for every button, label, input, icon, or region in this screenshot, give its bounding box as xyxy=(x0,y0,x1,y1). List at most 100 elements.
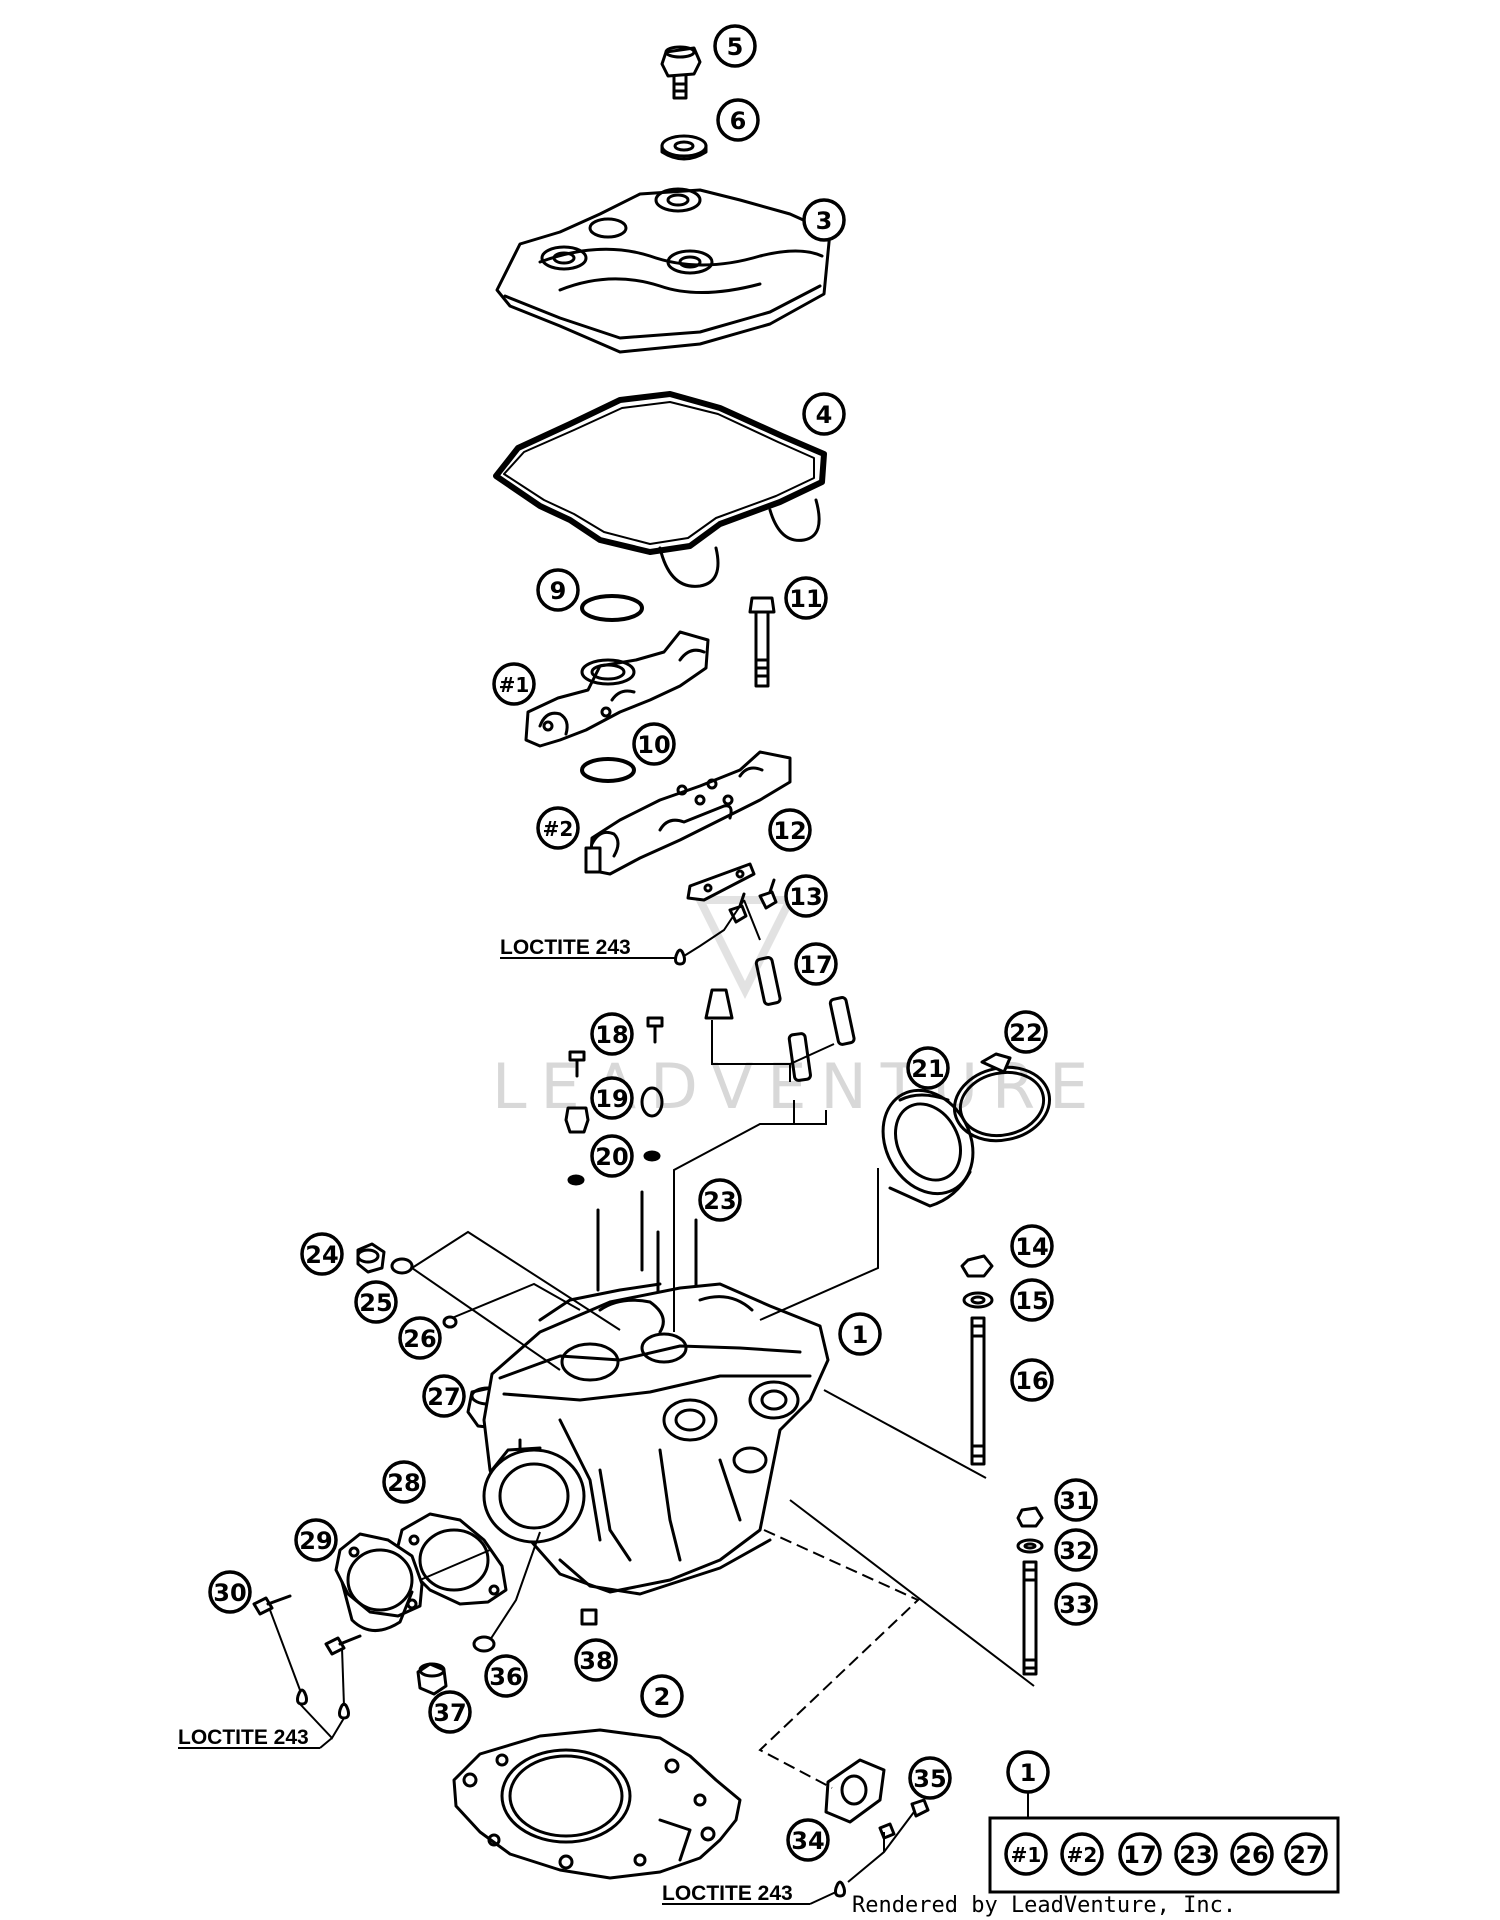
part-h1-camshaft-bridge[interactable] xyxy=(524,630,710,748)
part-12-plate[interactable] xyxy=(686,862,756,902)
kit-item-17[interactable]: 17 xyxy=(1118,1832,1162,1876)
part-14-nut[interactable] xyxy=(960,1254,994,1278)
callout-10[interactable]: 10 xyxy=(632,722,676,766)
callout-11[interactable]: 11 xyxy=(784,576,828,620)
part-37-plug[interactable] xyxy=(416,1662,448,1696)
part-h2-camshaft-bridge[interactable] xyxy=(584,750,792,876)
callout-25-label: 25 xyxy=(359,1289,392,1317)
callout-29-label: 29 xyxy=(299,1527,332,1555)
callout-1[interactable]: 1 xyxy=(838,1312,882,1356)
part-10-o-ring[interactable] xyxy=(580,757,636,783)
part-38-dowel[interactable] xyxy=(580,1608,598,1626)
callout-35[interactable]: 35 xyxy=(908,1756,952,1800)
callout-31[interactable]: 31 xyxy=(1054,1478,1098,1522)
kit-item-h2[interactable]: #2 xyxy=(1060,1832,1104,1876)
callout-5[interactable]: 5 xyxy=(713,24,757,68)
callout-29[interactable]: 29 xyxy=(294,1518,338,1562)
part-32-washer[interactable] xyxy=(1016,1538,1044,1554)
part-34-cover[interactable] xyxy=(824,1758,886,1824)
callout-17[interactable]: 17 xyxy=(794,942,838,986)
callout-18[interactable]: 18 xyxy=(590,1012,634,1056)
loctite-drops-left xyxy=(296,1688,350,1720)
part-33-stud[interactable] xyxy=(1022,1560,1038,1676)
callout-3-label: 3 xyxy=(816,207,833,235)
part-2-head-gasket[interactable] xyxy=(452,1728,742,1880)
callout-19[interactable]: 19 xyxy=(590,1076,634,1120)
callout-23[interactable]: 23 xyxy=(698,1178,742,1222)
part-30-bolts[interactable] xyxy=(252,1594,362,1656)
callout-30[interactable]: 30 xyxy=(208,1570,252,1614)
leader-lines xyxy=(269,899,1035,1883)
part-15-washer[interactable] xyxy=(962,1291,994,1309)
callout-28-label: 28 xyxy=(387,1469,420,1497)
callout-h2-label: #2 xyxy=(543,817,574,841)
callout-24[interactable]: 24 xyxy=(300,1232,344,1276)
part-18-bolts[interactable] xyxy=(568,1016,664,1078)
kit-item-27-label: 27 xyxy=(1289,1841,1322,1869)
callout-37-label: 37 xyxy=(433,1699,466,1727)
part-22-hose-clamp[interactable] xyxy=(948,1052,1057,1149)
callout-15[interactable]: 15 xyxy=(1010,1278,1054,1322)
part-13-screws[interactable] xyxy=(728,878,778,924)
callout-25[interactable]: 25 xyxy=(354,1280,398,1324)
callout-34[interactable]: 34 xyxy=(786,1818,830,1862)
part-4-valve-cover-gasket[interactable] xyxy=(493,391,827,588)
part-9-o-ring[interactable] xyxy=(580,594,644,622)
callout-21[interactable]: 21 xyxy=(906,1046,950,1090)
part-21-intake-boot[interactable] xyxy=(866,1075,991,1210)
kit-header-callout[interactable]: 1 xyxy=(1006,1750,1050,1794)
callout-12-label: 12 xyxy=(773,817,806,845)
kit-item-h1-label: #1 xyxy=(1011,1843,1042,1867)
loctite-drop-upper xyxy=(674,948,686,966)
callout-33[interactable]: 33 xyxy=(1054,1582,1098,1626)
part-3-valve-cover[interactable] xyxy=(495,187,832,354)
part-1-cylinder-head[interactable] xyxy=(482,1282,830,1596)
loctite-label-left-group: LOCTITE 243 xyxy=(178,1726,333,1749)
part-11-bolt[interactable] xyxy=(748,596,776,688)
callout-32-label: 32 xyxy=(1059,1537,1092,1565)
part-24-plug[interactable] xyxy=(356,1242,386,1274)
callout-28[interactable]: 28 xyxy=(382,1460,426,1504)
part-5-bolt[interactable] xyxy=(660,45,702,100)
callout-6[interactable]: 6 xyxy=(716,98,760,142)
callout-12[interactable]: 12 xyxy=(768,808,812,852)
callout-16[interactable]: 16 xyxy=(1010,1358,1054,1402)
callout-22[interactable]: 22 xyxy=(1004,1010,1048,1054)
callout-13-label: 13 xyxy=(789,883,822,911)
part-25-o-ring[interactable] xyxy=(390,1257,414,1275)
callout-9[interactable]: 9 xyxy=(536,568,580,612)
kit-item-h1[interactable]: #1 xyxy=(1004,1832,1048,1876)
callout-13[interactable]: 13 xyxy=(784,874,828,918)
part-26-dowel[interactable] xyxy=(442,1315,458,1329)
part-31-nut[interactable] xyxy=(1016,1506,1044,1528)
callout-h2[interactable]: #2 xyxy=(536,806,580,850)
kit-item-26[interactable]: 26 xyxy=(1230,1832,1274,1876)
callout-26[interactable]: 26 xyxy=(398,1316,442,1360)
callout-37[interactable]: 37 xyxy=(428,1690,472,1734)
callout-27[interactable]: 27 xyxy=(422,1374,466,1418)
callout-2[interactable]: 2 xyxy=(640,1674,684,1718)
part-35-screw[interactable] xyxy=(878,1798,930,1840)
part-23-studs[interactable] xyxy=(596,1190,698,1302)
callout-32[interactable]: 32 xyxy=(1054,1528,1098,1572)
kit-item-23[interactable]: 23 xyxy=(1174,1832,1218,1876)
callout-15-label: 15 xyxy=(1015,1287,1048,1315)
render-credit: Rendered by LeadVenture, Inc. xyxy=(852,1893,1236,1918)
callout-38[interactable]: 38 xyxy=(574,1638,618,1682)
part-6-washer[interactable] xyxy=(660,134,708,161)
callout-36[interactable]: 36 xyxy=(484,1654,528,1698)
part-16-stud[interactable] xyxy=(970,1316,986,1466)
kit-item-27[interactable]: 27 xyxy=(1284,1832,1328,1876)
callout-14[interactable]: 14 xyxy=(1010,1224,1054,1268)
callout-h1[interactable]: #1 xyxy=(492,662,536,706)
part-36-o-ring[interactable] xyxy=(472,1635,496,1653)
part-19-caps[interactable] xyxy=(564,1086,664,1134)
callout-3[interactable]: 3 xyxy=(802,198,846,242)
part-29-exhaust-flange[interactable] xyxy=(334,1532,424,1632)
loctite-label-upper: LOCTITE 243 xyxy=(500,936,631,959)
part-20-seals[interactable] xyxy=(567,1150,661,1186)
callout-19-label: 19 xyxy=(595,1085,628,1113)
callout-4[interactable]: 4 xyxy=(802,392,846,436)
callout-6-label: 6 xyxy=(730,107,747,135)
callout-20[interactable]: 20 xyxy=(590,1134,634,1178)
